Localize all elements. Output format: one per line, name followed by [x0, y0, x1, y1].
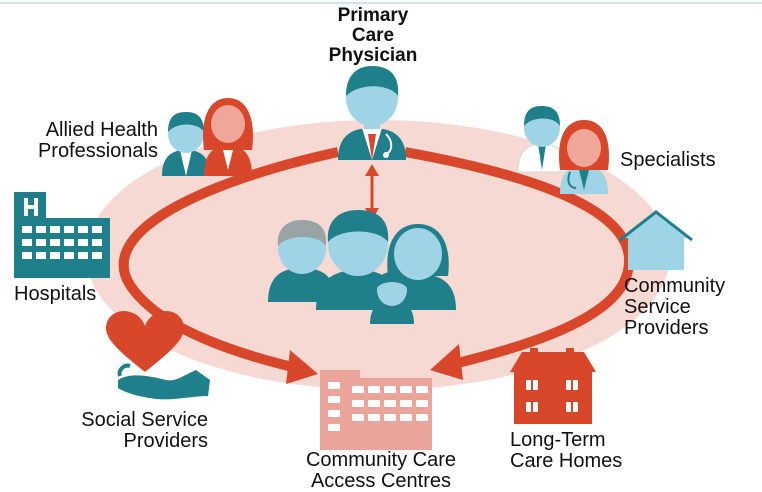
hospital-icon [14, 192, 110, 278]
social-service-line-2: Providers [123, 430, 208, 452]
primary-care-label: Primary Care Physician [318, 6, 428, 66]
allied-health-line-1: Allied Health [45, 119, 158, 141]
two-doctors-icon [517, 106, 609, 194]
long-term-care-label: Long-Term Care Homes [510, 430, 622, 472]
right-arrowhead [430, 344, 463, 380]
allied-health-line-2: Professionals [37, 140, 158, 162]
ccac-line-1: Community Care [305, 449, 457, 471]
long-term-care-line-2: Care Homes [510, 450, 623, 472]
social-service-label: Social Service Providers [40, 410, 208, 452]
heart-in-hand-icon [106, 310, 210, 400]
ccac-line-2: Access Centres [310, 470, 452, 492]
two-health-professionals-icon [162, 98, 253, 176]
specialists-label: Specialists [620, 150, 716, 171]
doctor-icon [338, 66, 406, 160]
hospitals-label: Hospitals [14, 284, 96, 305]
primary-care-line-2: Care [351, 25, 395, 46]
care-home-icon [510, 348, 596, 424]
hospitals-line-1: Hospitals [14, 283, 97, 305]
allied-health-label: Allied Health Professionals [10, 120, 158, 162]
community-service-label: Community Service Providers [624, 276, 725, 339]
ccac-label: Community Care Access Centres [286, 450, 476, 492]
social-service-line-1: Social Service [81, 409, 208, 431]
family-group-icon [268, 210, 456, 324]
two-way-arrow-top [365, 164, 379, 176]
left-care-arrow [118, 147, 340, 375]
community-service-line-1: Community [624, 275, 726, 297]
house-icon [619, 210, 693, 270]
community-service-line-2: Service [624, 296, 691, 318]
primary-care-line-1: Primary [337, 5, 409, 26]
primary-care-line-3: Physician [328, 45, 418, 66]
left-arrowhead [286, 350, 318, 384]
office-building-icon [320, 370, 432, 450]
specialists-line-1: Specialists [620, 149, 716, 171]
community-service-line-3: Providers [624, 317, 709, 339]
long-term-care-line-1: Long-Term [510, 429, 606, 451]
right-care-arrow [404, 147, 635, 370]
